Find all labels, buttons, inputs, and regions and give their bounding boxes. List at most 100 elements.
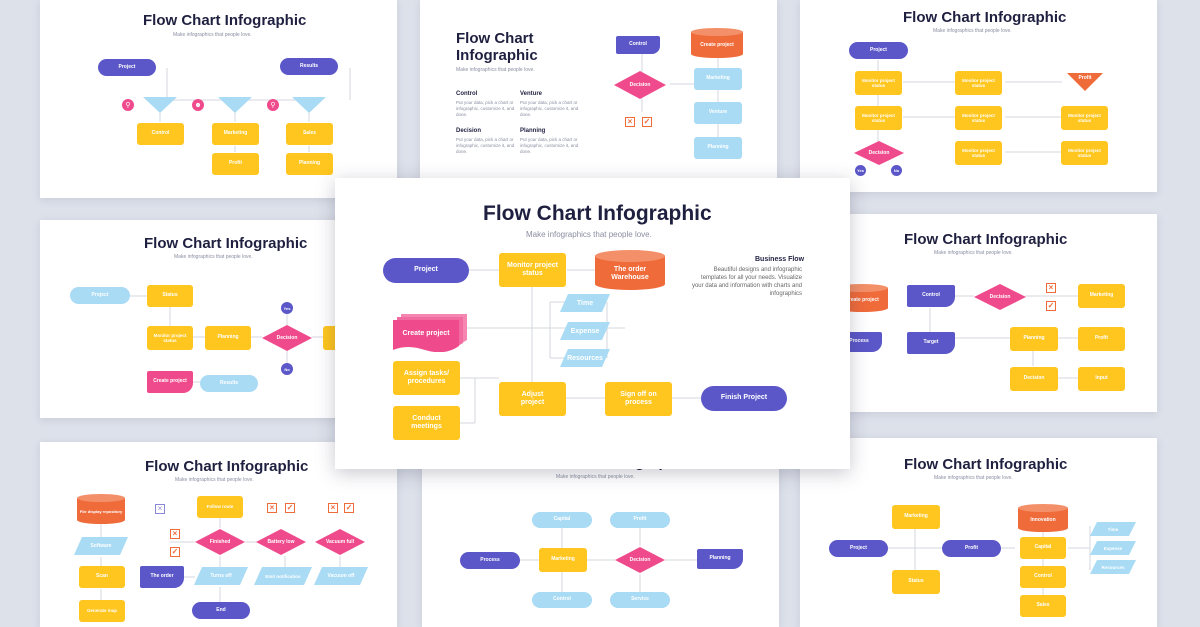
text-item-body: Put your data, pick a chart or infograph… (456, 100, 515, 117)
slide-subtitle: Make infographics that people love. (174, 254, 253, 260)
slide-subtitle: Make infographics that people love. (934, 250, 1013, 256)
text-item-heading: Venture (520, 91, 543, 97)
monitor-node: Monitor project status (855, 71, 902, 95)
triangle-marker (292, 97, 326, 113)
emit-notification-parallelogram: Emit notification (254, 567, 312, 585)
decision-diamond: Decision (974, 284, 1026, 310)
check-checkbox-icon: ✓ (642, 117, 652, 127)
marketing-node: Marketing (212, 123, 259, 145)
vacuum-off-parallelogram: Vacuum off (314, 567, 368, 585)
cross-checkbox-icon: × (328, 503, 338, 513)
connector-lines (520, 528, 697, 592)
decision-label: Decision (276, 335, 298, 341)
marketing-node: Marketing (1078, 284, 1125, 308)
end-node: End (192, 602, 250, 619)
turns-off-label: Turns off (210, 573, 232, 579)
text-item-body: Put your data, pick a chart or infograph… (520, 100, 579, 117)
cross-checkbox-icon: × (267, 503, 277, 513)
slide-title-line2: Infographic (456, 47, 538, 64)
triangle-marker (218, 97, 252, 113)
check-checkbox-icon: ✓ (285, 503, 295, 513)
slide-bottom-right: Flow Chart Infographic Make infographics… (800, 438, 1157, 627)
create-project-label: Create project (845, 297, 879, 304)
expense-parallelogram: Expense (560, 322, 610, 340)
control-node: Control (616, 36, 660, 54)
business-flow-heading: Business Flow (755, 256, 805, 263)
monitor-node: Monitor project status (1061, 106, 1108, 130)
search-icon: ⚲ (267, 99, 279, 111)
connector-lines (929, 295, 1078, 379)
control-node: Control (137, 123, 184, 145)
results-node: Results (200, 375, 258, 392)
marketing-node: Marketing (539, 548, 587, 572)
monitor-node: Monitor project status (955, 106, 1002, 130)
process-node: Process (460, 552, 520, 569)
status-node: Status (892, 570, 940, 594)
marketing-node: Marketing (892, 505, 940, 529)
decision-node: Decision (1010, 367, 1058, 391)
profit-node: Profit (212, 153, 259, 175)
slide-title: Flow Chart Infographic (904, 231, 1068, 248)
slide-subtitle: Make infographics that people love. (933, 28, 1012, 34)
assign-tasks-node: Assign tasks/ procedures (393, 361, 460, 395)
file-display-label: File display repository (79, 508, 123, 514)
profit-triangle (1067, 73, 1103, 91)
monitor-node: Monitor project status (147, 326, 193, 350)
emit-notification-label: Emit notification (265, 573, 301, 579)
slide-subtitle: Make infographics that people love. (556, 474, 635, 480)
control-node: Control (907, 285, 955, 307)
profit-node: Profit (1078, 327, 1125, 351)
service-node: Service (610, 592, 670, 608)
project-node: Project (849, 42, 908, 59)
adjust-project-node: Adjust project (499, 382, 566, 416)
expense-parallelogram: Expense (1090, 541, 1136, 555)
resources-parallelogram: Resources (1090, 560, 1136, 574)
cross-checkbox-icon: × (155, 504, 165, 514)
check-checkbox-icon: ✓ (344, 503, 354, 513)
text-item-body: Put your data, pick a chart or infograph… (520, 137, 579, 154)
sales-node: Sales (1020, 595, 1066, 617)
warehouse-label: The order Warehouse (611, 265, 649, 281)
capital-node: Capital (1020, 537, 1066, 559)
slide-bottom-middle: Flow Chart Infographic Make infographics… (422, 450, 779, 627)
time-label: Time (576, 299, 594, 307)
decision-label: Decision (868, 150, 890, 156)
check-checkbox-icon: ✓ (170, 547, 180, 557)
finish-project-node: Finish Project (701, 386, 787, 411)
turns-off-parallelogram: Turns off (194, 567, 248, 585)
resources-label: Resources (567, 354, 603, 362)
monitor-node: Monitor project status (955, 71, 1002, 95)
planning-node: Planning (205, 326, 251, 350)
time-parallelogram: Time (1090, 522, 1136, 536)
decision-diamond: Decision (615, 547, 665, 573)
software-label: Software (90, 543, 112, 549)
project-node: Project (829, 540, 888, 557)
battery-low-diamond: Battery low (256, 529, 306, 555)
text-item-heading: Planning (520, 128, 546, 134)
slide-subtitle: Make infographics that people love. (526, 230, 652, 239)
yes-dot: Yes (855, 165, 866, 176)
control-node: Control (532, 592, 592, 608)
file-display-cylinder: File display repository (77, 494, 125, 524)
no-dot: No (891, 165, 902, 176)
expense-label: Expense (570, 327, 600, 335)
monitor-node: Monitor project status (499, 253, 566, 287)
profit-label: Profit (1078, 75, 1092, 81)
slide-top-middle: Flow Chart Infographic Make infographics… (420, 0, 777, 178)
vacuum-off-label: Vacuum off (327, 573, 355, 579)
time-parallelogram: Time (560, 294, 610, 312)
create-project-stack: Create project (393, 314, 467, 352)
cross-checkbox-icon: × (625, 117, 635, 127)
slide-title: Flow Chart Infographic (903, 9, 1067, 26)
vacuum-full-diamond: Vacuum full (315, 529, 365, 555)
text-item-heading: Control (456, 91, 478, 97)
decision-diamond: Decision (614, 71, 666, 99)
resources-label: Resources (1101, 564, 1125, 570)
planning-node: Planning (694, 137, 742, 159)
project-node: Project (98, 59, 156, 76)
decision-label: Decision (629, 557, 651, 563)
innovation-label: Innovation (1030, 517, 1056, 524)
slide-title: Flow Chart Infographic (483, 202, 712, 225)
input-node: Input (1078, 367, 1125, 391)
slide-title: Flow Chart Infographic (143, 12, 307, 29)
